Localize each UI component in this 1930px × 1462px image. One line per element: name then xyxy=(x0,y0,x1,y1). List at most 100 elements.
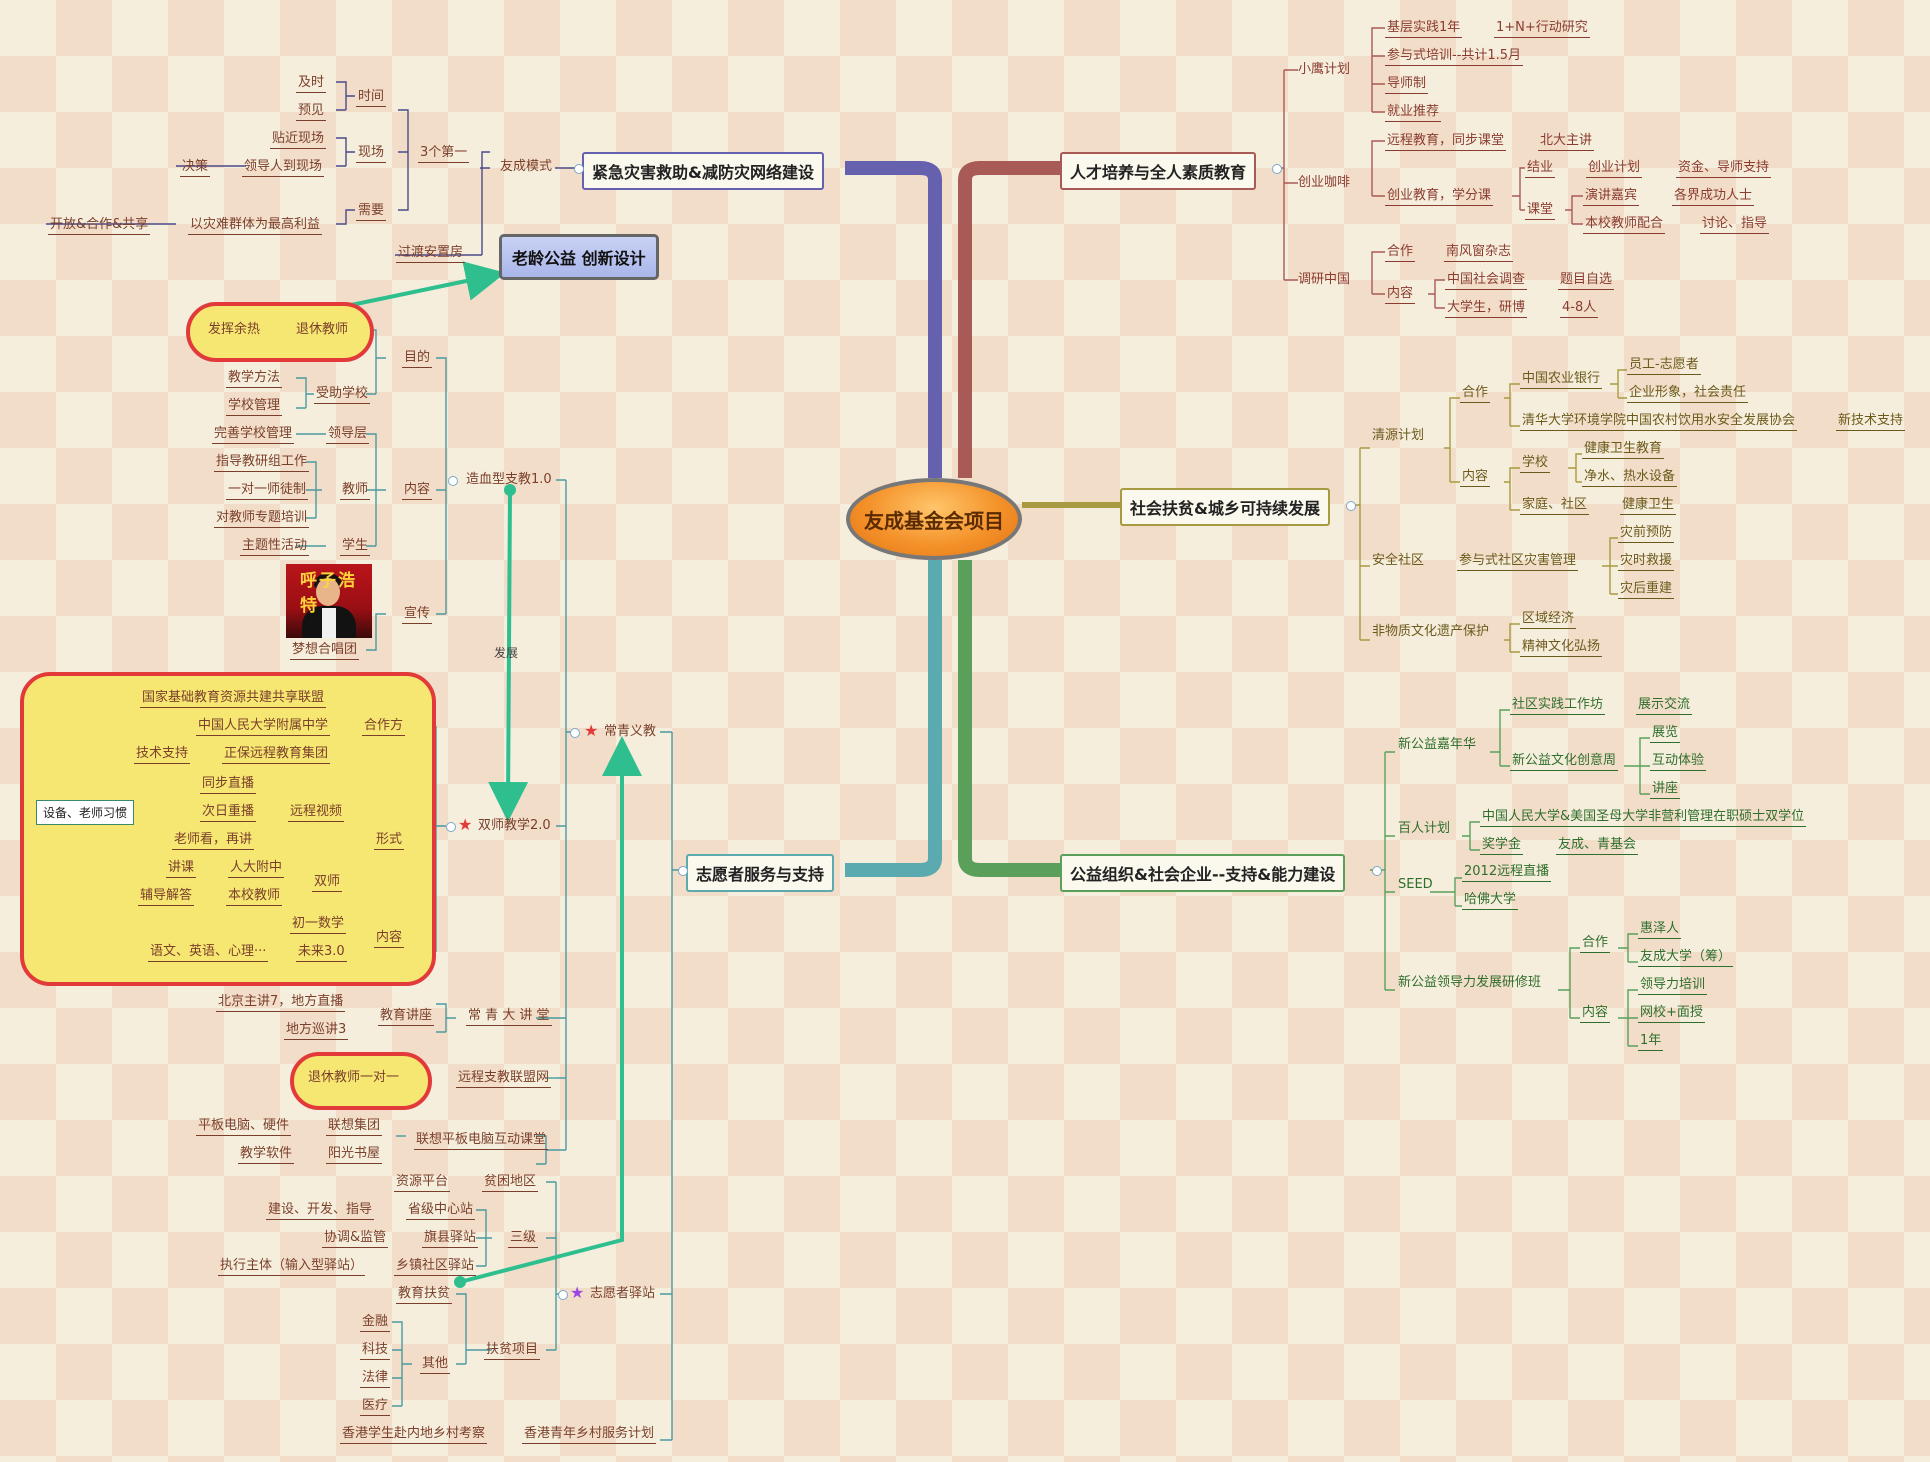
node-jxff[interactable]: 教学方法 xyxy=(226,370,283,388)
node-xingshi[interactable]: 形式 xyxy=(374,832,405,850)
node-hezuo-pov[interactable]: 合作 xyxy=(1460,385,1491,403)
node-kafei[interactable]: 创业咖啡 xyxy=(1298,175,1351,190)
node-pkdq[interactable]: 贫困地区 xyxy=(482,1174,539,1192)
node-yqjh[interactable]: 友成、青基会 xyxy=(1556,837,1639,855)
node-xinjishu[interactable]: 新技术支持 xyxy=(1836,413,1906,431)
node-fdjd[interactable]: 辅导解答 xyxy=(138,888,195,906)
node-gjjc[interactable]: 国家基础教育资源共建共享联盟 xyxy=(140,690,327,708)
node-bairen[interactable]: 百人计划 xyxy=(1398,821,1451,836)
node-wl30[interactable]: 未来3.0 xyxy=(296,944,347,962)
node-pbdn[interactable]: 平板电脑、硬件 xyxy=(196,1118,292,1136)
node-jianianhua[interactable]: 新公益嘉年华 xyxy=(1398,737,1477,752)
node-neirong-org[interactable]: 内容 xyxy=(1580,1005,1611,1023)
node-bxjs-vol[interactable]: 本校教师 xyxy=(226,888,283,906)
node-xuexiao[interactable]: 学校 xyxy=(1520,455,1551,473)
node-jishi[interactable]: 及时 xyxy=(296,75,327,93)
node-neirong-vol[interactable]: 内容 xyxy=(402,482,433,500)
node-lxjt[interactable]: 联想集团 xyxy=(326,1118,383,1136)
collapse-toggle-icon[interactable] xyxy=(1346,501,1356,511)
node-sange[interactable]: 3个第一 xyxy=(418,145,470,163)
node-shouzhu[interactable]: 受助学校 xyxy=(314,386,371,404)
collapse-toggle-icon[interactable] xyxy=(558,1290,568,1300)
node-cyjh[interactable]: 创业计划 xyxy=(1586,160,1643,178)
node-jkws2[interactable]: 健康卫生 xyxy=(1620,497,1677,515)
node-lingdaoli[interactable]: 新公益领导力发展研修班 xyxy=(1398,975,1542,990)
node-neirong-edu[interactable]: 内容 xyxy=(1385,286,1416,304)
node-zhcj[interactable]: 灾后重建 xyxy=(1618,581,1675,599)
node-bxjs[interactable]: 本校教师配合 xyxy=(1583,216,1666,234)
node-canyushi[interactable]: 参与式社区灾害管理 xyxy=(1457,553,1579,571)
node-xiaoying[interactable]: 小鹰计划 xyxy=(1298,62,1351,77)
node-lingdao[interactable]: 领导层 xyxy=(326,426,370,444)
node-wxms[interactable]: 网校+面授 xyxy=(1638,1005,1705,1023)
node-yuancheng[interactable]: 远程教育，同步课堂 xyxy=(1385,133,1507,151)
node-zgsh[interactable]: 中国社会调查 xyxy=(1445,272,1528,290)
node-shuangshi2[interactable]: 双师 xyxy=(312,874,343,892)
node-jyfp[interactable]: 教育扶贫 xyxy=(396,1286,453,1304)
node-hdty[interactable]: 互动体验 xyxy=(1650,753,1707,771)
node-diaoyan[interactable]: 调研中国 xyxy=(1298,272,1351,287)
node-sjzxz[interactable]: 省级中心站 xyxy=(406,1202,476,1220)
node-zjds[interactable]: 资金、导师支持 xyxy=(1676,160,1772,178)
node-hezuo-edu[interactable]: 合作 xyxy=(1385,244,1416,262)
node-zsjy[interactable]: 灾时救援 xyxy=(1618,553,1675,571)
node-xgqn[interactable]: 香港青年乡村服务计划 xyxy=(522,1426,657,1444)
node-lskcj[interactable]: 老师看，再讲 xyxy=(172,832,255,850)
node-jiangke[interactable]: 讲课 xyxy=(166,860,197,878)
node-xgxs[interactable]: 香港学生赴内地乡村考察 xyxy=(340,1426,488,1444)
node-zbyc[interactable]: 正保远程教育集团 xyxy=(222,746,331,764)
node-r48[interactable]: 4-8人 xyxy=(1560,300,1599,318)
node-jszc[interactable]: 技术支持 xyxy=(134,746,191,764)
node-huize[interactable]: 惠泽人 xyxy=(1638,921,1682,939)
node-shuangshi[interactable]: 双师教学2.0 xyxy=(478,818,551,833)
topic-org-capacity[interactable]: 公益组织&社会企业--支持&能力建设 xyxy=(1060,854,1346,892)
node-canyu[interactable]: 参与式培训--共计1.5月 xyxy=(1385,48,1524,66)
node-cqdjt[interactable]: 常 青 大 讲 堂 xyxy=(466,1008,552,1026)
node-changqing[interactable]: 常青义教 xyxy=(604,724,657,739)
node-qita[interactable]: 其他 xyxy=(420,1356,451,1374)
node-neirong-pov[interactable]: 内容 xyxy=(1460,469,1491,487)
node-jiangzuo[interactable]: 讲座 xyxy=(1650,781,1681,799)
node-beida[interactable]: 北大主讲 xyxy=(1538,133,1595,151)
central-topic[interactable]: 友成基金会项目 xyxy=(846,478,1022,560)
node-tmzx[interactable]: 题目自选 xyxy=(1558,272,1615,290)
node-qingyuan[interactable]: 清源计划 xyxy=(1372,428,1425,443)
node-txjs11[interactable]: 退休教师一对一 xyxy=(308,1070,400,1085)
node-xtjg[interactable]: 协调&监管 xyxy=(322,1230,389,1248)
node-xueke[interactable]: 创业教育，学分课 xyxy=(1385,188,1494,206)
node-seed[interactable]: SEED xyxy=(1398,877,1433,892)
node-jkws[interactable]: 健康卫生教育 xyxy=(1582,441,1665,459)
collapse-toggle-icon[interactable] xyxy=(448,476,458,486)
node-jswh[interactable]: 精神文化弘扬 xyxy=(1520,639,1603,657)
node-sqsj[interactable]: 社区实践工作坊 xyxy=(1510,697,1606,715)
node-xuyao[interactable]: 需要 xyxy=(356,203,387,221)
collapse-toggle-icon[interactable] xyxy=(678,866,688,876)
node-hezuofang[interactable]: 合作方 xyxy=(362,718,406,736)
node-zqyf[interactable]: 灾前预防 xyxy=(1618,525,1675,543)
node-xuanchuan[interactable]: 宣传 xyxy=(402,606,433,624)
node-qinghua[interactable]: 清华大学环境学院中国农村饮用水安全发展协会 xyxy=(1520,413,1798,431)
node-n1[interactable]: 1+N+行动研究 xyxy=(1494,20,1590,38)
node-ycsp[interactable]: 远程视频 xyxy=(288,804,345,822)
node-qyjj[interactable]: 区域经济 xyxy=(1520,611,1577,629)
node-jxrj[interactable]: 教学软件 xyxy=(238,1146,295,1164)
node-zsjl[interactable]: 展示交流 xyxy=(1636,697,1693,715)
node-whcy[interactable]: 新公益文化创意周 xyxy=(1510,753,1619,771)
node-nfc[interactable]: 南风窗杂志 xyxy=(1444,244,1514,262)
node-hezuo-org[interactable]: 合作 xyxy=(1580,935,1611,953)
node-zxzt[interactable]: 执行主体（输入型驿站） xyxy=(218,1258,366,1276)
node-tbzb[interactable]: 同步直播 xyxy=(200,776,257,794)
topic-talent-education[interactable]: 人才培养与全人素质教育 xyxy=(1060,152,1257,190)
node-shijian[interactable]: 时间 xyxy=(356,89,387,107)
node-jiceng[interactable]: 基层实践1年 xyxy=(1385,20,1463,38)
node-yinian[interactable]: 1年 xyxy=(1638,1033,1664,1051)
node-zdjy[interactable]: 指导教研组工作 xyxy=(214,454,310,472)
node-wsxx[interactable]: 完善学校管理 xyxy=(212,426,295,444)
node-xxgl[interactable]: 学校管理 xyxy=(226,398,283,416)
node-keji[interactable]: 科技 xyxy=(360,1342,391,1360)
node-mudi[interactable]: 目的 xyxy=(402,350,433,368)
collapse-toggle-icon[interactable] xyxy=(1272,164,1282,174)
node-ycjm[interactable]: 远程支教联盟网 xyxy=(456,1070,552,1088)
node-yyxl[interactable]: 语文、英语、心理··· xyxy=(148,944,269,962)
collapse-toggle-icon[interactable] xyxy=(574,164,584,174)
